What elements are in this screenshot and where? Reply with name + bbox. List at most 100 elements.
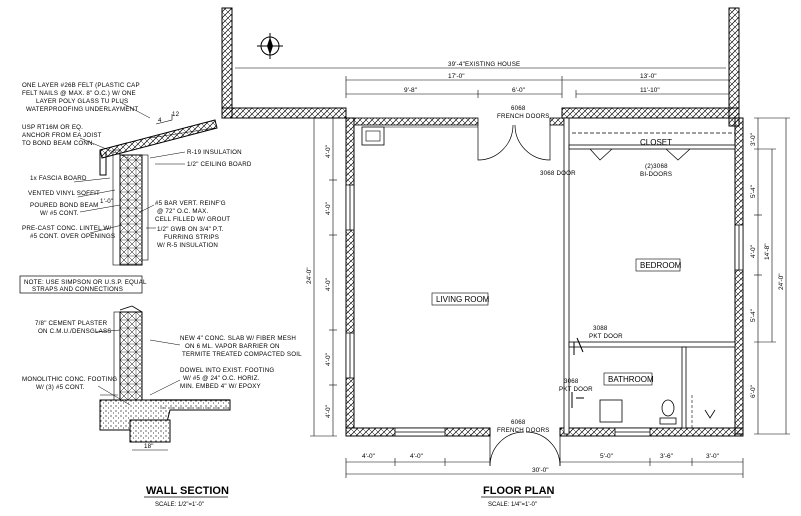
- footing-line2: W/ (3) #5 CONT.: [36, 384, 85, 391]
- dim-left-seg5: 4'-0": [325, 404, 332, 418]
- reinf-line3: CELL FILLED W/ GROUT: [155, 216, 230, 223]
- dim-top-right-seg: 11'-10": [640, 87, 660, 94]
- cmu-wall-lower: [119, 311, 143, 403]
- pkt-bottom-code: 3068: [564, 378, 579, 385]
- dim-right-seg3: 4'-0": [750, 244, 757, 258]
- dim-bottom-seg1: 4'-0": [362, 453, 376, 460]
- floor-plan-title: FLOOR PLAN: [483, 485, 555, 497]
- note-line2: STRAPS AND CONNECTIONS: [32, 286, 123, 293]
- lintel-line2: #5 CONT. OVER OPENINGS: [30, 233, 115, 240]
- dim-top-seg2: 6'-0": [512, 87, 526, 94]
- cmu-wall-upper: [119, 154, 143, 266]
- counter: [361, 126, 385, 146]
- wall-section: 4 12 ONE LAYER #26B FELT (PLASTIC CAP FE…: [19, 82, 302, 508]
- windows: [345, 184, 744, 437]
- dim-right-total: 24'-0": [778, 273, 785, 290]
- dim-left-seg3: 4'-0": [325, 277, 332, 291]
- dim-right-seg1: 3'-0": [750, 132, 757, 146]
- roof-note-line3: LAYER POLY GLASS TU PLUS: [36, 98, 128, 105]
- floor-plan-scale: SCALE: 1/4"=1'-0": [488, 502, 537, 508]
- lintel-line1: PRE-CAST CONC. LINTEL W/: [22, 225, 111, 232]
- dim-right-seg2: 5'-4": [750, 184, 757, 198]
- fascia-label: 1x FASCIA BOARD: [30, 175, 87, 182]
- dim-bottom-seg4: 3'-6": [660, 453, 674, 460]
- closet-label: CLOSET: [640, 138, 672, 147]
- top-dimensions: [345, 76, 730, 98]
- left-dimensions: [310, 117, 337, 437]
- gwb-line2: FURRING STRIPS: [164, 234, 219, 241]
- pocket-doors: [571, 337, 584, 408]
- roof-note-line4: WATERPROOFING UNDERLAYMENT: [26, 106, 138, 113]
- dim-left-seg2: 4'-0": [325, 201, 332, 215]
- floor-plan: 39'-4"EXISTING HOUSE 17'-0" 13'-0" 9'-8"…: [221, 7, 790, 508]
- dim-left-seg4: 4'-0": [325, 352, 332, 366]
- reinf-line2: @ 72" O.C. MAX.: [157, 208, 208, 215]
- existing-house-wall: [221, 7, 740, 127]
- roof-slope-run: 12: [172, 111, 180, 118]
- wall-section-title: WALL SECTION: [146, 485, 229, 497]
- living-room-label: LIVING ROOM: [436, 295, 490, 304]
- dim-bottom-seg5: 3'-0": [706, 453, 720, 460]
- dim-left-seg1: 4'-0": [325, 144, 332, 158]
- bedroom-label: BEDROOM: [640, 261, 682, 270]
- dim-right-seg5: 6'-0": [750, 384, 757, 398]
- french-door-bottom-code: 6068: [511, 419, 526, 426]
- note-box: [19, 275, 143, 294]
- insulation-label: R-19 INSULATION: [187, 149, 242, 156]
- bond-beam-dim: 1'-0": [100, 198, 113, 205]
- slab-footing: [99, 394, 231, 443]
- bond-beam-line1: POURED BOND BEAM: [30, 202, 99, 209]
- bath-vanity: [599, 399, 623, 423]
- gwb-line3: W/ R-5 INSULATION: [157, 242, 218, 249]
- pkt-top-label: PKT DOOR: [589, 333, 623, 340]
- bi-doors-label: BI-DOORS: [640, 171, 672, 178]
- footing-line1: MONOLITHIC CONC. FOOTING: [22, 376, 117, 383]
- french-door-bottom-label: FRENCH DOORS: [497, 427, 550, 434]
- bathroom-label: BATHROOM: [608, 375, 654, 384]
- toilet: [661, 399, 675, 417]
- roof-note-line1: ONE LAYER #26B FELT (PLASTIC CAP: [22, 82, 140, 89]
- dowel-line2: W/ #5 @ 24" O.C. HORIZ.: [183, 375, 260, 382]
- dim-bottom-seg3: 5'-0": [600, 453, 614, 460]
- dim-bottom-total: 30'-0": [532, 467, 549, 474]
- dowel-line3: MIN. EMBED 4" W/ EPOXY: [180, 383, 261, 390]
- bottom-dimensions: [345, 458, 744, 478]
- note-line1: NOTE: USE SIMPSON OR U.S.P. EQUAL: [24, 279, 147, 286]
- bi-doors-code: (2)3068: [645, 163, 668, 170]
- anchor-note-line3: TO BOND BEAM CONN.: [22, 140, 95, 147]
- wall-section-scale: SCALE: 1/2"=1'-0": [155, 502, 204, 508]
- dim-right-inner: 14'-8": [764, 243, 771, 260]
- north-arrow-icon: [257, 33, 283, 59]
- pkt-top-code: 3088: [593, 325, 608, 332]
- closet: [572, 132, 735, 161]
- slab-line3: TERMITE TREATED COMPACTED SOIL: [182, 351, 302, 358]
- roof-assembly: [99, 114, 218, 176]
- slab-line2: ON 6 ML. VAPOR BARRIER ON: [185, 343, 280, 350]
- plaster-line1: 7/8" CEMENT PLASTER: [35, 320, 108, 327]
- pkt-bottom-label: PKT DOOR: [559, 386, 593, 393]
- plaster-line2: ON C.M.U./DENSGLASS: [38, 328, 112, 335]
- anchor-note-line1: USP RT16M OR EQ.: [22, 124, 83, 131]
- dim-left-total: 24'-0": [306, 267, 313, 284]
- right-dimensions: [754, 117, 790, 435]
- slab-line1: NEW 4" CONC. SLAB W/ FIBER MESH: [180, 335, 296, 342]
- door-3068-label: 3068 DOOR: [540, 170, 576, 177]
- roof-slope-rise: 4: [158, 117, 162, 124]
- french-door-top-code: 6068: [511, 105, 526, 112]
- french-door-top-label: FRENCH DOORS: [497, 113, 550, 120]
- french-doors-bottom: [489, 431, 561, 467]
- bond-beam-line2: W/ #5 CONT.: [40, 210, 79, 217]
- gwb-line1: 1/2" GWB ON 3/4" P.T.: [157, 226, 224, 233]
- dowel-line1: DOWEL INTO EXIST. FOOTING: [180, 367, 274, 374]
- dim-bottom-seg2: 4'-0": [410, 453, 424, 460]
- french-doors-top: [477, 124, 551, 161]
- soffit-label: VENTED VINYL SOFFIT: [28, 190, 100, 197]
- anchor-note-line2: ANCHOR FROM EA JOIST: [22, 132, 102, 139]
- addition-walls: [345, 117, 744, 437]
- dim-top-left-total: 17'-0": [448, 73, 465, 80]
- dim-top-right-total: 13'-0": [640, 73, 657, 80]
- reinf-line1: #5 BAR VERT. REINF'G: [155, 200, 226, 207]
- roof-note-line2: FELT NAILS @ MAX. 8" O.C.) W/ ONE: [22, 90, 136, 97]
- footing-dim: 18": [144, 443, 154, 450]
